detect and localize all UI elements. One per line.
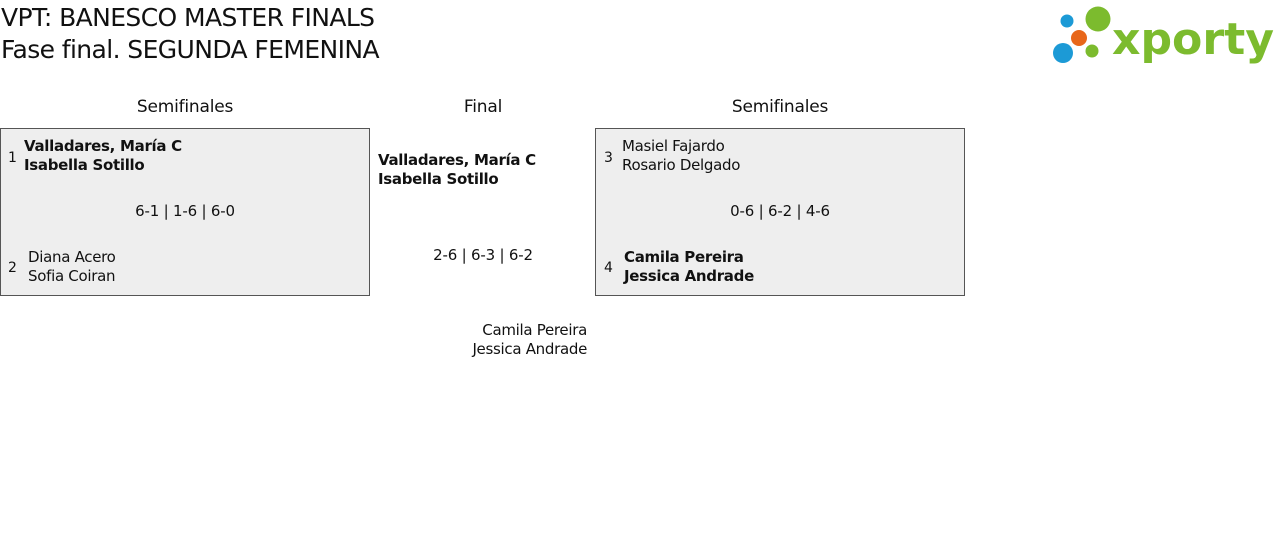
player-name: Valladares, María C (24, 137, 182, 155)
final-score: 2-6 | 6-3 | 6-2 (433, 246, 533, 264)
player-name: Diana Acero (28, 248, 116, 266)
player-name: Jessica Andrade (472, 340, 587, 358)
logo-dot-blue-large (1053, 43, 1073, 63)
title-line-2: Fase final. SEGUNDA FEMENINA (1, 35, 380, 64)
logo-wordmark: xporty (1112, 14, 1274, 65)
match-score: 6-1 | 1-6 | 6-0 (135, 202, 235, 220)
seed-number: 2 (8, 260, 17, 276)
title-line-1: VPT: BANESCO MASTER FINALS (1, 3, 375, 32)
logo-dot-blue-small (1060, 14, 1074, 28)
seed-number: 1 (8, 150, 17, 166)
player-name: Camila Pereira (624, 248, 744, 266)
team-entry-winner: Valladares, María C Isabella Sotillo (24, 137, 182, 175)
logo-dot-orange (1071, 30, 1087, 46)
player-name: Masiel Fajardo (622, 137, 725, 155)
logo-dot-green-large (1085, 6, 1111, 32)
team-entry: Diana Acero Sofia Coiran (28, 248, 116, 286)
team-entry-winner: Camila Pereira Jessica Andrade (624, 248, 754, 286)
final-team-winner: Valladares, María C Isabella Sotillo (378, 151, 536, 189)
seed-number: 3 (604, 150, 613, 166)
team-entry: Masiel Fajardo Rosario Delgado (622, 137, 740, 175)
page-title: VPT: BANESCO MASTER FINALS Fase final. S… (1, 2, 380, 66)
player-name: Valladares, María C (378, 151, 536, 169)
player-name: Sofia Coiran (28, 267, 116, 285)
logo-dot-green-small (1085, 44, 1099, 58)
seed-number: 4 (604, 260, 613, 276)
player-name: Isabella Sotillo (378, 170, 499, 188)
semifinal-right-match: 3 Masiel Fajardo Rosario Delgado 0-6 | 6… (595, 128, 965, 296)
heading-semifinals-left: Semifinales (136, 97, 234, 117)
final-team: Camila Pereira Jessica Andrade (386, 321, 587, 359)
semifinal-left-match: 1 Valladares, María C Isabella Sotillo 6… (0, 128, 370, 296)
player-name: Rosario Delgado (622, 156, 741, 174)
heading-semifinals-right: Semifinales (731, 97, 829, 117)
player-name: Jessica Andrade (624, 267, 754, 285)
heading-final: Final (463, 97, 503, 117)
match-score: 0-6 | 6-2 | 4-6 (730, 202, 830, 220)
xporty-logo: xporty (1053, 6, 1274, 65)
player-name: Camila Pereira (482, 321, 587, 339)
player-name: Isabella Sotillo (24, 156, 145, 174)
